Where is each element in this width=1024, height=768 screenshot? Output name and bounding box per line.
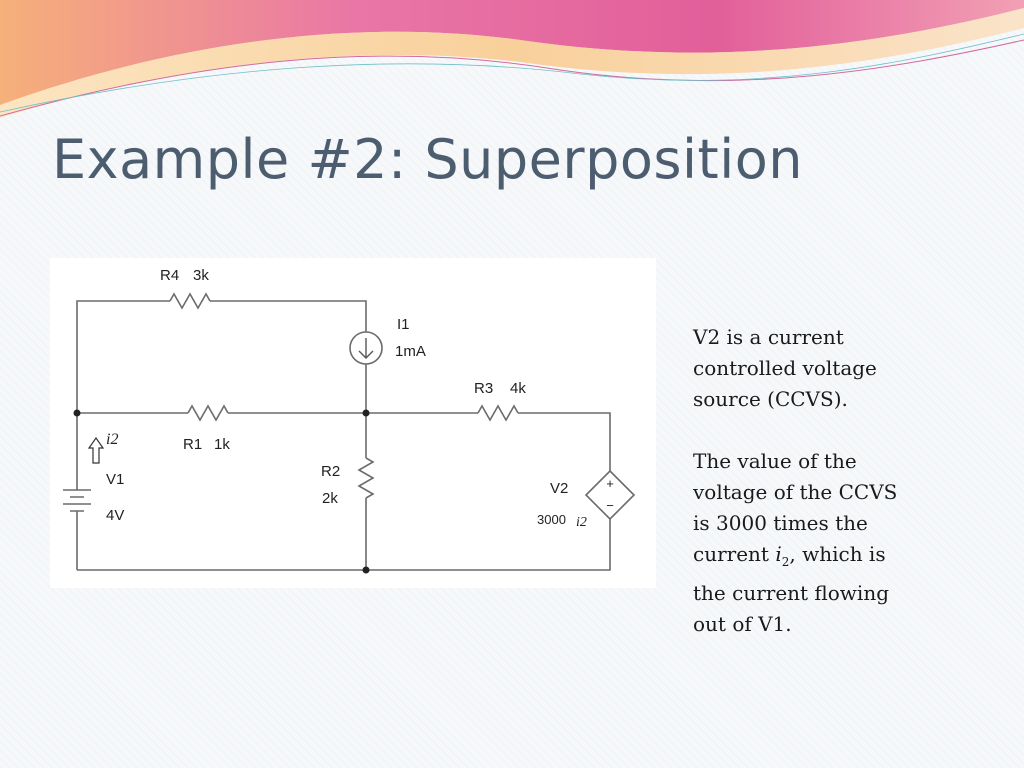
header-line bbox=[0, 39, 1024, 117]
junction-dot bbox=[73, 409, 81, 417]
text-line: out of V1. bbox=[693, 612, 792, 636]
wire bbox=[76, 300, 170, 413]
header-pink-band bbox=[0, 0, 1024, 105]
circuit-diagram: + − R4 3k I1 1mA R3 4k R1 1k R2 2k V1 4V… bbox=[50, 258, 656, 588]
plus-sign: + bbox=[606, 476, 614, 491]
text-line: The value of the bbox=[693, 449, 857, 473]
explanation-text: V2 is a current controlled voltage sourc… bbox=[693, 322, 933, 640]
slide-title: Example #2: Superposition bbox=[52, 128, 803, 191]
r3-value: 4k bbox=[510, 380, 526, 397]
r1-value: 1k bbox=[214, 436, 230, 453]
junction-dot bbox=[362, 409, 370, 417]
r4-name: R4 bbox=[160, 267, 179, 284]
text-segment: , which is bbox=[789, 542, 886, 566]
arrow-down-icon bbox=[358, 338, 374, 359]
text-segment: current bbox=[693, 542, 776, 566]
header-decoration bbox=[0, 0, 1024, 118]
i1-name: I1 bbox=[397, 316, 410, 333]
header-line bbox=[0, 33, 1024, 113]
v2-gain: 3000 bbox=[537, 512, 566, 527]
resistor-r3 bbox=[477, 404, 519, 422]
resistor-r4 bbox=[169, 292, 211, 310]
resistor-r1 bbox=[187, 404, 229, 422]
current-arrow-icon bbox=[87, 436, 105, 464]
text-line: source (CCVS). bbox=[693, 387, 848, 411]
i2-label: i2 bbox=[106, 431, 118, 448]
text-line: voltage of the CCVS bbox=[693, 480, 898, 504]
v2-control: i2 bbox=[576, 515, 587, 530]
v2-name: V2 bbox=[550, 480, 568, 497]
text-line: is 3000 times the bbox=[693, 511, 868, 535]
text-line: controlled voltage bbox=[693, 356, 877, 380]
minus-sign: − bbox=[606, 498, 614, 513]
resistor-r2 bbox=[357, 457, 375, 499]
v1-value: 4V bbox=[106, 507, 124, 524]
text-line: the current flowing bbox=[693, 581, 890, 605]
v1-name: V1 bbox=[106, 471, 124, 488]
current-variable: i bbox=[775, 542, 782, 566]
battery-v1 bbox=[63, 489, 91, 512]
i1-value: 1mA bbox=[395, 343, 426, 360]
r2-name: R2 bbox=[321, 463, 340, 480]
wire bbox=[210, 300, 367, 333]
circuit-schematic: + − R4 3k I1 1mA R3 4k R1 1k R2 2k V1 4V… bbox=[63, 267, 636, 574]
wire bbox=[518, 412, 611, 471]
r2-value: 2k bbox=[322, 490, 338, 507]
wire bbox=[77, 519, 611, 571]
paragraph-gap bbox=[693, 415, 933, 446]
r1-name: R1 bbox=[183, 436, 202, 453]
text-line: current i2, which is bbox=[693, 539, 933, 578]
text-line: V2 is a current bbox=[693, 325, 844, 349]
r3-name: R3 bbox=[474, 380, 493, 397]
r4-value: 3k bbox=[193, 267, 209, 284]
current-subscript: 2 bbox=[781, 555, 790, 569]
header-orange-band bbox=[0, 8, 1024, 118]
junction-dot bbox=[362, 566, 370, 574]
